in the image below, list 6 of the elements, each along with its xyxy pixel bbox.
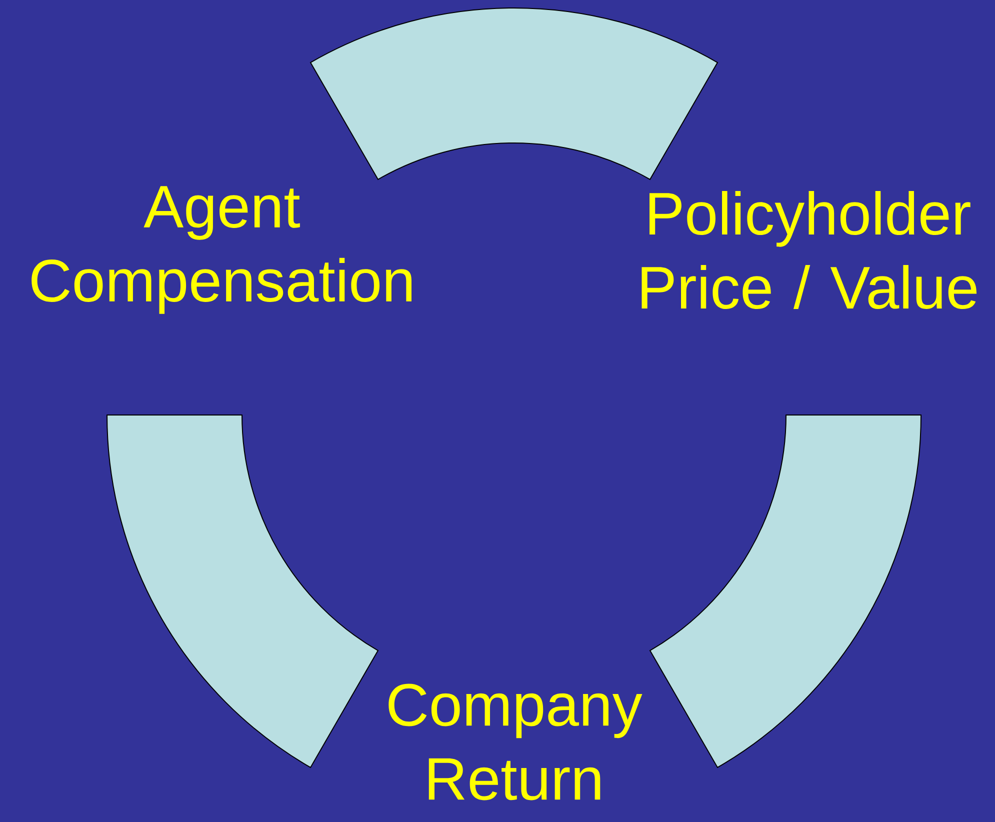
cycle-label: Company Return — [388, 684, 642, 800]
arc-band — [650, 414, 922, 768]
cycle-label: Agent Compensation — [32, 186, 412, 314]
arc-band — [106, 414, 378, 768]
cycle-label: Policyholder Price / Value — [642, 190, 977, 310]
arc-band — [310, 8, 718, 180]
